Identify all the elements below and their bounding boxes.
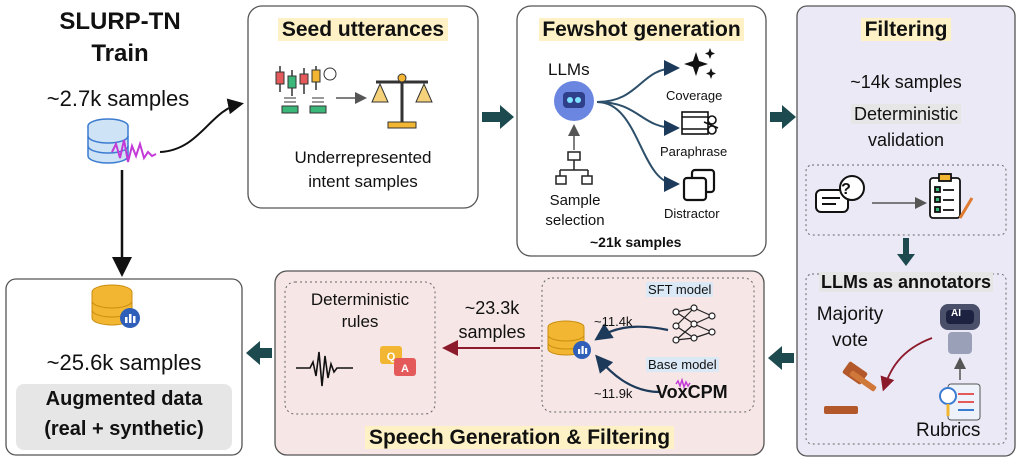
seed-caption-line2: intent samples — [308, 172, 418, 191]
filtering-title-wrap: Filtering — [797, 18, 1015, 42]
svg-text:Q: Q — [387, 351, 396, 363]
svg-text:A: A — [401, 363, 409, 375]
arrow-fewshot-to-filtering — [770, 105, 796, 129]
sft-model-label: SFT model — [646, 282, 714, 297]
rubrics-label: Rubrics — [916, 420, 981, 441]
speech-panel — [274, 270, 765, 456]
fewshot-selection-line1: Sample — [549, 192, 601, 209]
seed-panel — [247, 5, 479, 209]
seed-title: Seed utterances — [277, 18, 449, 41]
voxcpm-logo: VoxCPM — [656, 382, 728, 402]
audio-waveform-icon — [111, 139, 157, 163]
filtering-title: Filtering — [860, 18, 952, 41]
rules-line2: rules — [341, 312, 379, 331]
augmented-label-box — [16, 384, 232, 450]
tts-database-icon — [547, 320, 591, 359]
tts-inner-box — [541, 277, 755, 413]
film-scissors-icon — [681, 111, 719, 135]
base-model-label: Base model — [646, 357, 719, 372]
fewshot-branch-lines — [596, 60, 680, 192]
arrow-sft-to-db — [594, 323, 669, 341]
source-title-line2: Train — [91, 40, 149, 67]
balance-scale-icon — [371, 73, 433, 129]
filtering-samples: ~14k samples — [850, 72, 962, 92]
llm-robot-icon — [554, 81, 594, 121]
fewshot-selection-line2: selection — [545, 212, 605, 229]
voxcpm-waveform-icon — [675, 377, 691, 390]
arrow-validation-to-annotators — [897, 238, 915, 266]
rules-line1: Deterministic — [310, 290, 410, 309]
base-model-wrap: Base model — [646, 356, 719, 374]
fewshot-paraphrase: Paraphrase — [660, 144, 728, 159]
fewshot-total: ~21k samples — [590, 234, 682, 250]
annotators-wrap: LLMs as annotators — [797, 272, 1015, 293]
copy-squares-icon — [682, 168, 716, 202]
validation-inner-box — [805, 164, 1007, 236]
speech-title: Speech Generation & Filtering — [364, 426, 675, 449]
fewshot-title: Fewshot generation — [539, 18, 744, 41]
majority-line1: Majority — [816, 304, 884, 325]
augmented-label-line1: Augmented data — [45, 388, 203, 410]
validation-line2: validation — [867, 130, 945, 150]
augmented-label-line2: (real + synthetic) — [44, 418, 204, 440]
fewshot-distractor: Distractor — [664, 206, 720, 221]
sparkle-icon — [684, 48, 716, 79]
question-chat-icon — [815, 175, 865, 213]
speech-title-wrap: Speech Generation & Filtering — [275, 426, 764, 450]
validation-line1-wrap: Deterministic — [797, 104, 1015, 125]
fewshot-coverage: Coverage — [666, 88, 723, 103]
candlestick-icon — [275, 66, 337, 114]
question-mark-glyph: ? — [841, 181, 851, 198]
speech-samples-line2: samples — [458, 322, 526, 342]
checklist-clipboard-icon — [929, 173, 974, 219]
annotators-inner-box — [805, 273, 1007, 445]
augmented-samples: ~25.6k samples — [46, 350, 202, 375]
sample-selection-icon — [555, 151, 593, 185]
fewshot-llms-label: LLMs — [548, 60, 590, 79]
source-samples: ~2.7k samples — [46, 86, 190, 111]
augmented-database-icon — [91, 284, 140, 328]
validation-line1: Deterministic — [850, 104, 962, 124]
arrow-base-to-db — [595, 354, 661, 394]
sft-model-wrap: SFT model — [646, 281, 714, 299]
qa-chat-icon: Q A — [380, 346, 416, 376]
ai-robot-icon — [940, 304, 980, 354]
majority-line2: vote — [832, 330, 868, 351]
speech-waveform-icon — [296, 351, 353, 387]
arrow-seed-to-fewshot — [482, 105, 514, 129]
gavel-icon — [824, 361, 877, 414]
base-count: ~11.9k — [594, 386, 633, 401]
sft-count: ~11.4k — [594, 314, 633, 329]
arrow-source-to-seed — [159, 98, 244, 153]
seed-title-wrap: Seed utterances — [248, 18, 478, 42]
rules-inner-box — [284, 281, 436, 415]
speech-samples-line1: ~23.3k — [464, 298, 520, 318]
ai-badge-label: AI — [951, 308, 961, 319]
source-database-icon — [87, 118, 129, 164]
arrow-filtering-to-speech — [768, 346, 794, 370]
annotators-label: LLMs as annotators — [818, 272, 994, 292]
neural-network-icon — [672, 304, 716, 344]
source-title-line1: SLURP-TN — [59, 8, 181, 35]
seed-caption-line1: Underrepresented — [294, 148, 432, 167]
arrow-robot-to-gavel — [880, 337, 933, 392]
arrow-speech-to-augmented — [246, 341, 272, 365]
rubrics-search-icon — [939, 383, 981, 421]
fewshot-title-wrap: Fewshot generation — [517, 18, 766, 42]
